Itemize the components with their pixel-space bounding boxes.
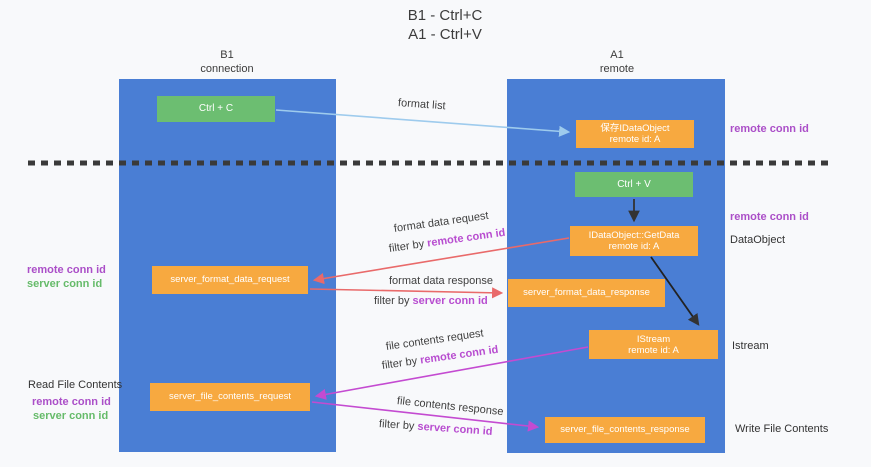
remote-conn-id-annotation-left2: remote conn id <box>32 396 111 408</box>
filter-by-text: filter by <box>374 295 410 307</box>
server-file-contents-request-box: server_file_contents_request <box>150 383 310 411</box>
remote-conn-id-annotation-top: remote conn id <box>730 123 809 135</box>
server-format-data-request-box: server_format_data_request <box>152 266 308 294</box>
title-line-b1: B1 - Ctrl+C <box>407 7 483 24</box>
istream-line1: IStream <box>636 333 671 345</box>
ctrl-v-box: Ctrl + V <box>575 172 693 197</box>
format-list-label: format list <box>397 97 446 113</box>
save-idataobject-box: 保存IDataObject remote id: A <box>576 120 694 148</box>
save-idataobject-line1: 保存IDataObject <box>600 123 670 134</box>
server-format-data-request-label: server_format_data_request <box>170 274 290 285</box>
getdata-line2: remote id: A <box>608 241 660 252</box>
server-conn-id-annotation-left2: server conn id <box>33 410 109 422</box>
server-file-contents-response-box: server_file_contents_response <box>545 417 705 443</box>
dataobject-annotation: DataObject <box>730 234 786 246</box>
title-line-a1: A1 - Ctrl+V <box>408 26 482 43</box>
remote-conn-id-annotation-left1: remote conn id <box>27 264 106 276</box>
remote-conn-id-emphasis: remote conn id <box>419 343 500 367</box>
left-column-header: B1 connection <box>157 48 297 76</box>
left-column-name: B1 <box>220 49 234 61</box>
filter-by-text: filter by <box>381 355 418 372</box>
server-format-data-response-box: server_format_data_response <box>508 279 665 307</box>
filter-by-text: filter by <box>378 418 415 433</box>
getdata-line1: IDataObject::GetData <box>588 230 680 241</box>
format-data-response-arrow <box>309 287 504 299</box>
diagram-title: B1 - Ctrl+C A1 - Ctrl+V <box>355 6 535 44</box>
server-file-contents-response-label: server_file_contents_response <box>560 424 690 435</box>
right-column-header: A1 remote <box>547 48 687 76</box>
server-conn-id-annotation-left1: server conn id <box>27 278 103 290</box>
istream-box: IStream remote id: A <box>589 330 718 359</box>
file-contents-response-label: file contents response <box>396 395 505 419</box>
filter-by-server-conn-id-label-1: filter by server conn id <box>374 295 488 307</box>
right-column-name: A1 <box>610 49 624 61</box>
format-data-response-label: format data response <box>389 275 493 287</box>
getdata-box: IDataObject::GetData remote id: A <box>570 226 698 256</box>
ctrl-c-box: Ctrl + C <box>157 96 275 122</box>
istream-annotation: Istream <box>732 340 769 352</box>
remote-conn-id-annotation-mid: remote conn id <box>730 211 809 223</box>
filter-by-text: filter by <box>388 238 425 255</box>
save-idataobject-line2: remote id: A <box>609 134 661 145</box>
server-format-data-response-label: server_format_data_response <box>523 287 650 298</box>
server-conn-id-emphasis: server conn id <box>417 420 493 438</box>
server-file-contents-request-label: server_file_contents_request <box>169 391 291 402</box>
ctrl-v-label: Ctrl + V <box>617 178 651 190</box>
istream-line2: remote id: A <box>628 344 679 356</box>
remote-conn-id-emphasis: remote conn id <box>426 226 507 250</box>
server-conn-id-emphasis: server conn id <box>412 295 488 307</box>
left-column-role: connection <box>200 63 254 75</box>
ctrl-c-label: Ctrl + C <box>198 103 234 114</box>
read-file-contents-annotation: Read File Contents <box>28 379 123 391</box>
write-file-contents-annotation: Write File Contents <box>735 423 829 435</box>
filter-by-server-conn-id-label-2: filter by server conn id <box>379 418 493 438</box>
right-column-role: remote <box>599 63 635 75</box>
